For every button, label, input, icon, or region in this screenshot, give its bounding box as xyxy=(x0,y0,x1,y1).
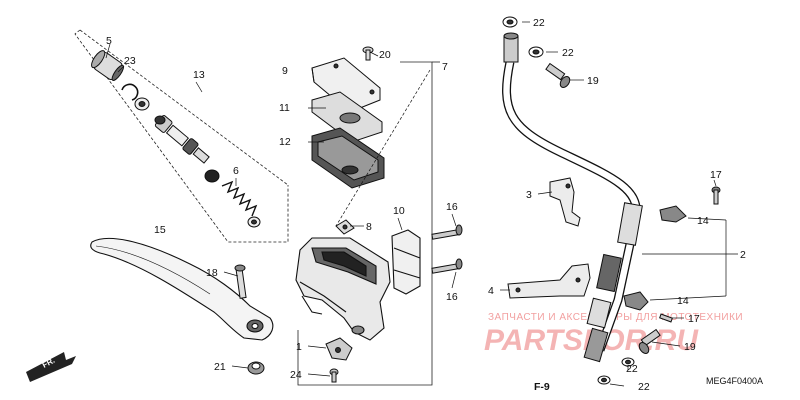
label-part-4: 4 xyxy=(488,285,494,297)
label-part-17-upper: 17 xyxy=(710,169,722,181)
hose-guide-upper xyxy=(659,205,687,223)
switch-screw xyxy=(329,368,339,383)
diagram-code: MEG4F0400A xyxy=(706,376,763,386)
label-part-3: 3 xyxy=(526,189,532,201)
reservoir-cap xyxy=(311,57,381,113)
hose-clamp-lower xyxy=(507,263,591,299)
pivot-nut xyxy=(247,361,265,375)
label-part-15: 15 xyxy=(154,224,166,236)
label-part-7: 7 xyxy=(442,61,448,73)
label-part-22-bottom: 22 xyxy=(638,381,650,393)
label-part-10: 10 xyxy=(393,205,405,217)
guide-bolt-upper xyxy=(711,186,721,205)
circlip xyxy=(121,83,139,101)
front-direction-arrow: FR. xyxy=(26,352,76,382)
leader-lines xyxy=(105,21,738,387)
label-part-6: 6 xyxy=(233,165,239,177)
part-labels: 5 23 13 6 9 11 12 20 7 8 10 16 16 15 18 … xyxy=(106,17,746,393)
label-part-18: 18 xyxy=(206,267,218,279)
label-part-24: 24 xyxy=(290,369,302,381)
label-part-12: 12 xyxy=(279,136,291,148)
label-part-16-lower: 16 xyxy=(446,291,458,303)
label-part-21: 21 xyxy=(214,361,226,373)
hose-guide-lower xyxy=(623,291,649,311)
label-part-22-second: 22 xyxy=(562,47,574,59)
label-part-19-lower: 19 xyxy=(684,341,696,353)
handlebar-holder xyxy=(391,229,421,295)
label-part-14-upper: 14 xyxy=(697,215,709,227)
label-part-14-lower: 14 xyxy=(677,295,689,307)
guide-bolt-lower xyxy=(659,313,673,323)
label-part-5: 5 xyxy=(106,35,112,47)
oil-bolt-upper xyxy=(545,62,571,88)
dust-boot xyxy=(91,50,125,81)
piston xyxy=(154,115,210,164)
label-part-22-third: 22 xyxy=(626,363,638,375)
label-part-8: 8 xyxy=(366,221,372,233)
oil-bolt-lower xyxy=(638,328,661,354)
label-part-22-top: 22 xyxy=(533,17,545,29)
sealing-washers xyxy=(502,16,635,385)
master-cylinder-bracket xyxy=(297,61,440,386)
spring xyxy=(221,180,258,217)
master-cylinder-body xyxy=(295,237,391,341)
diaphragm xyxy=(311,127,385,189)
label-part-2: 2 xyxy=(740,249,746,261)
brake-lever xyxy=(90,237,274,341)
brake-switch xyxy=(325,337,353,361)
label-part-17-lower: 17 xyxy=(688,313,700,325)
piston-set-outline xyxy=(74,29,289,243)
label-part-11: 11 xyxy=(279,102,290,114)
hose-clamp-upper xyxy=(549,177,581,227)
holder-bolt-lower xyxy=(431,258,463,274)
cap-screw xyxy=(362,46,374,61)
brake-hose xyxy=(502,32,643,363)
label-part-9: 9 xyxy=(282,65,288,77)
label-part-20: 20 xyxy=(379,49,391,61)
label-part-23: 23 xyxy=(124,55,136,67)
label-part-19-upper: 19 xyxy=(587,75,599,87)
small-screw xyxy=(335,219,355,235)
frame-reference: F-9 xyxy=(534,381,550,393)
piston-set-parts xyxy=(91,50,261,228)
pivot-bolt xyxy=(234,264,247,299)
label-part-13: 13 xyxy=(193,69,205,81)
set-plate xyxy=(311,91,383,143)
holder-bolt-upper xyxy=(431,224,463,240)
label-part-1: 1 xyxy=(296,341,302,353)
label-part-16-upper: 16 xyxy=(446,201,458,213)
